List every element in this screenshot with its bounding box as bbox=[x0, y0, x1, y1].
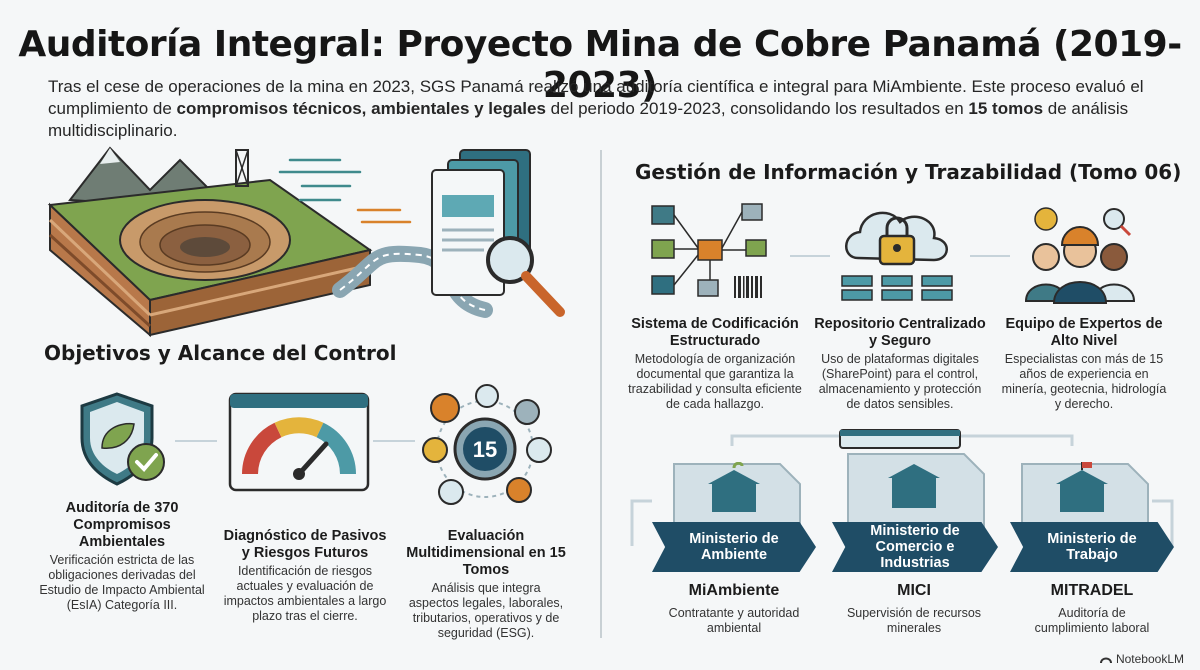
connector-2 bbox=[373, 440, 415, 442]
section-divider bbox=[600, 150, 602, 638]
ministries-connector-lines bbox=[630, 429, 1174, 546]
intro-bold-1: compromisos técnicos, ambientales y lega… bbox=[176, 99, 546, 118]
card-desc: Verificación estricta de las obligacione… bbox=[39, 553, 205, 612]
card-risk-diagnosis: Diagnóstico de Pasivos y Riesgos Futuros… bbox=[222, 528, 388, 624]
card-desc: Análisis que integra aspectos legales, l… bbox=[408, 581, 564, 640]
card-multidim-eval: Evaluación Multidimensional en 15 Tomos … bbox=[406, 528, 566, 641]
info-management-section-title: Gestión de Información y Trazabilidad (T… bbox=[635, 160, 1182, 184]
experts-team-icon bbox=[1024, 207, 1136, 304]
card-desc: Metodología de organización documental q… bbox=[628, 352, 802, 411]
ministry-acronym-miambiente: MiAmbiente bbox=[688, 582, 780, 599]
card-desc: Uso de plataformas digitales (SharePoint… bbox=[818, 352, 982, 411]
card-codification-system: Sistema de Codificación Estructurado Met… bbox=[626, 316, 804, 412]
card-title: Diagnóstico de Pasivos y Riesgos Futuros bbox=[223, 528, 387, 561]
ministry-acronym-mitradel: MITRADEL bbox=[1050, 582, 1134, 599]
card-title: Evaluación Multidimensional en 15 Tomos bbox=[406, 528, 566, 578]
ministry-name: Ministerio de Trabajo bbox=[1047, 531, 1137, 563]
card-expert-team: Equipo de Expertos de Alto Nivel Especia… bbox=[1000, 316, 1168, 412]
connector-3 bbox=[790, 255, 830, 257]
ministry-band-comercio: Ministerio de Comercio e Industrias bbox=[832, 522, 998, 572]
card-secure-repository: Repositorio Centralizado y Seguro Uso de… bbox=[812, 316, 988, 412]
intro-paragraph: Tras el cese de operaciones de la mina e… bbox=[48, 76, 1168, 142]
gear-15-icon: 15 bbox=[422, 384, 552, 505]
card-audit-370: Auditoría de 370 Compromisos Ambientales… bbox=[38, 500, 206, 613]
ministry-desc-miambiente: Contratante y autoridad ambiental bbox=[668, 606, 800, 635]
ministry-name: Ministerio de Ambiente bbox=[689, 531, 779, 563]
ministry-comercio-panel bbox=[847, 453, 985, 537]
mine-illustration bbox=[47, 146, 565, 338]
card-desc: Identificación de riesgos actuales y eva… bbox=[223, 564, 387, 623]
notebooklm-logo-icon bbox=[1099, 657, 1112, 664]
network-codification-icon bbox=[651, 203, 767, 298]
ministry-desc-mici: Supervisión de recursos minerales bbox=[846, 606, 982, 635]
ministry-acronym-mici: MICI bbox=[897, 582, 931, 599]
ministry-band-trabajo: Ministerio de Trabajo bbox=[1010, 522, 1174, 572]
connector-1 bbox=[175, 440, 217, 442]
intro-text-1: Tras el cese de operaciones de la mina e… bbox=[48, 77, 1144, 118]
ministry-name: Ministerio de Comercio e Industrias bbox=[870, 523, 960, 571]
ministry-trabajo-panel bbox=[1021, 462, 1149, 537]
ministry-band-ambiente: Ministerio de Ambiente bbox=[652, 522, 816, 572]
cloud-lock-icon bbox=[841, 211, 953, 301]
badge-15-text: 15 bbox=[473, 437, 497, 462]
card-title: Auditoría de 370 Compromisos Ambientales bbox=[65, 500, 179, 550]
intro-text-3: de análisis multidisciplinario. bbox=[48, 99, 1129, 140]
gauge-dashboard-icon bbox=[228, 392, 370, 492]
card-title: Sistema de Codificación Estructurado bbox=[631, 316, 799, 349]
page-title: Auditoría Integral: Proyecto Mina de Cob… bbox=[18, 24, 1182, 106]
card-desc: Especialistas con más de 15 años de expe… bbox=[1001, 352, 1167, 411]
notebooklm-brand: NotebookLM bbox=[1099, 652, 1184, 666]
intro-text-2: del periodo 2019-2023, consolidando los … bbox=[545, 99, 969, 118]
card-title: Repositorio Centralizado y Seguro bbox=[814, 316, 986, 349]
shield-leaf-icon bbox=[80, 392, 165, 486]
ministry-desc-mitradel: Auditoría de cumplimiento laboral bbox=[1034, 606, 1150, 635]
brand-label: NotebookLM bbox=[1115, 652, 1184, 666]
connector-4 bbox=[970, 255, 1010, 257]
card-title: Equipo de Expertos de Alto Nivel bbox=[1005, 316, 1163, 349]
intro-bold-2: 15 tomos bbox=[968, 99, 1044, 118]
objectives-section-title: Objetivos y Alcance del Control bbox=[44, 341, 397, 365]
